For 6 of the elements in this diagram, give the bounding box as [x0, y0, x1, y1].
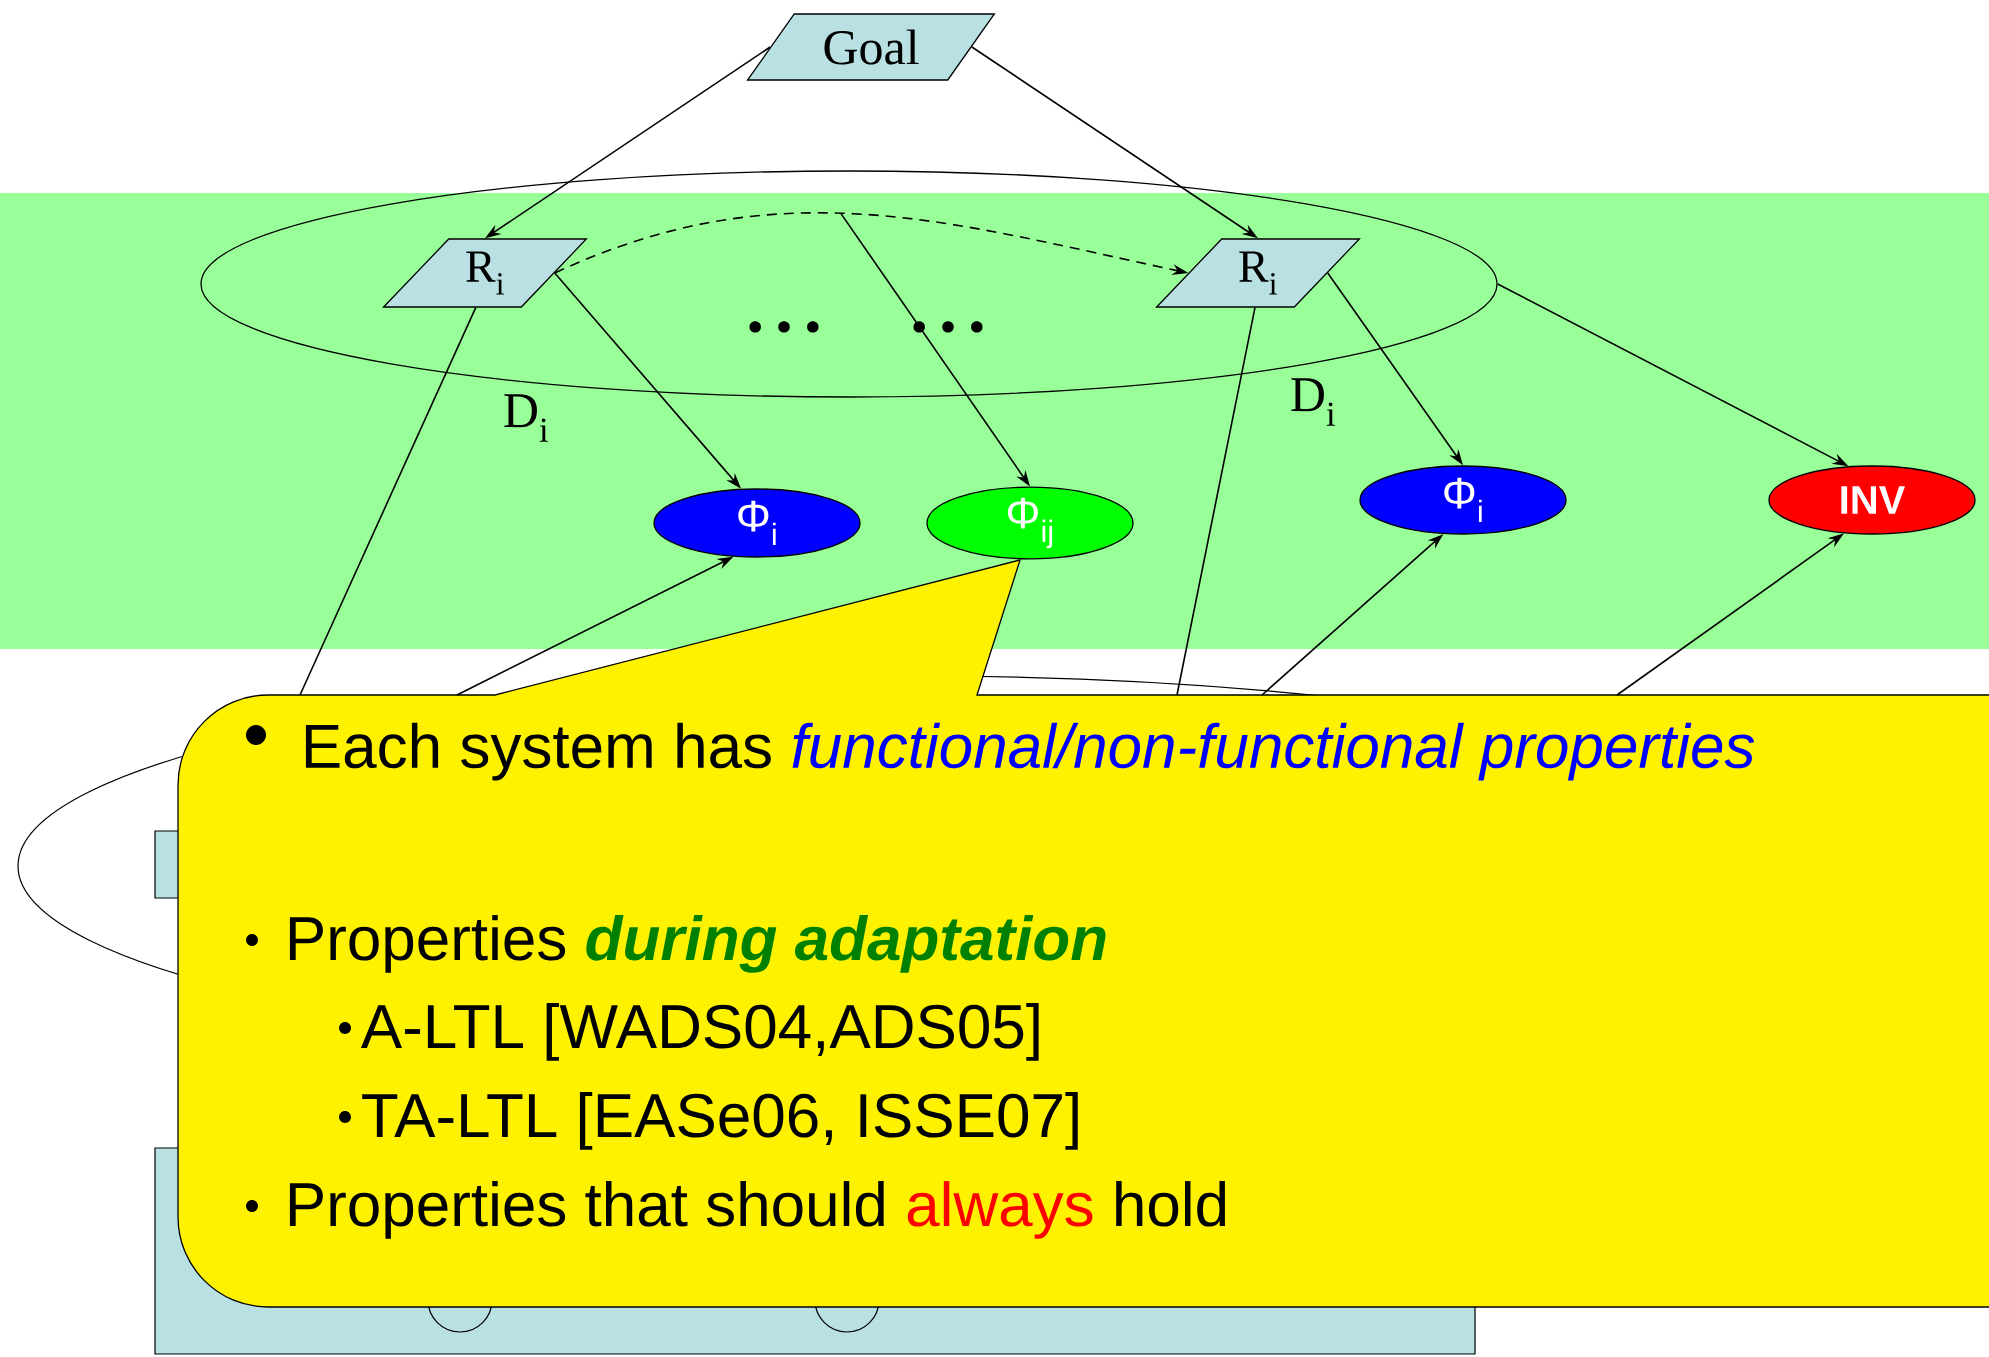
domain-label: D$_{i}$ — [1291, 378, 1335, 426]
callout: Each system has functional/non-functional properties Properties during adaptation A-LTL [WADS04,ADS05] TA-LTL [EASe06, ISSE07] Properties that should always hold — [177, 559, 1989, 1308]
line — [299, 306, 477, 696]
ellipsis: • • • — [749, 321, 819, 333]
domain-label: D$_{i}$ — [504, 394, 548, 442]
line — [1176, 306, 1256, 696]
